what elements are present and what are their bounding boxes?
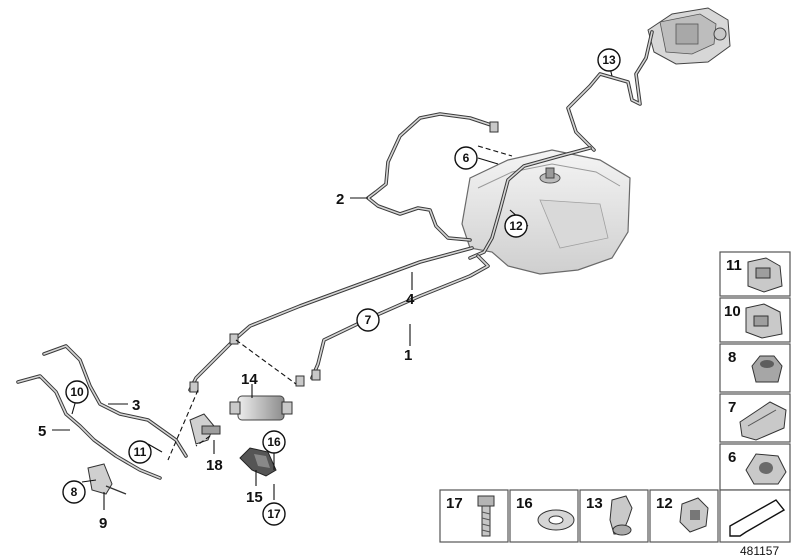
fuel-tank bbox=[461, 149, 631, 275]
callout-9: 9 bbox=[99, 515, 107, 532]
side-panel-7-label: 7 bbox=[728, 399, 736, 416]
circled-callout-11: 11 bbox=[128, 440, 152, 464]
callout-18: 18 bbox=[206, 457, 223, 474]
callout-15: 15 bbox=[246, 489, 263, 506]
circled-callout-7: 7 bbox=[356, 308, 380, 332]
side-panel-7: 7 bbox=[719, 393, 791, 443]
circled-callout-10-text: 10 bbox=[70, 385, 84, 399]
side-panel-8-label: 8 bbox=[728, 349, 736, 366]
bottom-panel-16: 16 bbox=[509, 489, 579, 543]
bottom-panel-17-label: 17 bbox=[446, 495, 463, 512]
circled-callout-12: 12 bbox=[504, 214, 528, 238]
direction-arrow-panel bbox=[719, 489, 791, 543]
circled-callout-17-text: 17 bbox=[267, 507, 281, 521]
fuel-filter bbox=[229, 395, 293, 421]
connector-18 bbox=[189, 413, 221, 445]
circled-callout-6-text: 6 bbox=[463, 151, 470, 165]
side-panel-10: 10 bbox=[719, 297, 791, 343]
circled-callout-6: 6 bbox=[454, 146, 478, 170]
bracket-15 bbox=[239, 447, 277, 477]
circled-callout-13-text: 13 bbox=[602, 53, 616, 67]
bottom-panel-16-label: 16 bbox=[516, 495, 533, 512]
circled-callout-17: 17 bbox=[262, 502, 286, 526]
side-panel-11: 11 bbox=[719, 251, 791, 297]
side-panel-10-label: 10 bbox=[724, 303, 741, 320]
side-panel-6-label: 6 bbox=[728, 449, 736, 466]
circled-callout-11-text: 11 bbox=[134, 445, 147, 459]
callout-4: 4 bbox=[406, 291, 415, 308]
circled-callout-13: 13 bbox=[597, 48, 621, 72]
side-panel-6: 6 bbox=[719, 443, 791, 491]
callout-3: 3 bbox=[132, 397, 140, 414]
callout-1: 1 bbox=[404, 347, 412, 364]
line-connectors bbox=[189, 121, 499, 393]
bottom-panel-13: 13 bbox=[579, 489, 649, 543]
bottom-panel-12: 12 bbox=[649, 489, 719, 543]
callout-5: 5 bbox=[38, 423, 46, 440]
circled-callout-8: 8 bbox=[62, 480, 86, 504]
side-panel-11-label: 11 bbox=[726, 257, 742, 274]
circled-callout-7-text: 7 bbox=[365, 313, 372, 327]
callout-14: 14 bbox=[241, 371, 258, 388]
bottom-panel-12-label: 12 bbox=[656, 495, 673, 512]
bottom-panel-17: 17 bbox=[439, 489, 509, 543]
circled-callout-12-text: 12 bbox=[509, 219, 523, 233]
callout-2: 2 bbox=[336, 191, 344, 208]
fuel-pump-unit bbox=[647, 7, 731, 65]
circled-callout-8-text: 8 bbox=[71, 485, 78, 499]
side-panel-8: 8 bbox=[719, 343, 791, 393]
bottom-panel-13-label: 13 bbox=[586, 495, 603, 512]
holder-9 bbox=[87, 463, 127, 495]
circled-callout-16: 16 bbox=[262, 430, 286, 454]
circled-callout-16-text: 16 bbox=[267, 435, 281, 449]
circled-callout-10: 10 bbox=[65, 380, 89, 404]
reference-number: 481157 bbox=[740, 544, 779, 558]
